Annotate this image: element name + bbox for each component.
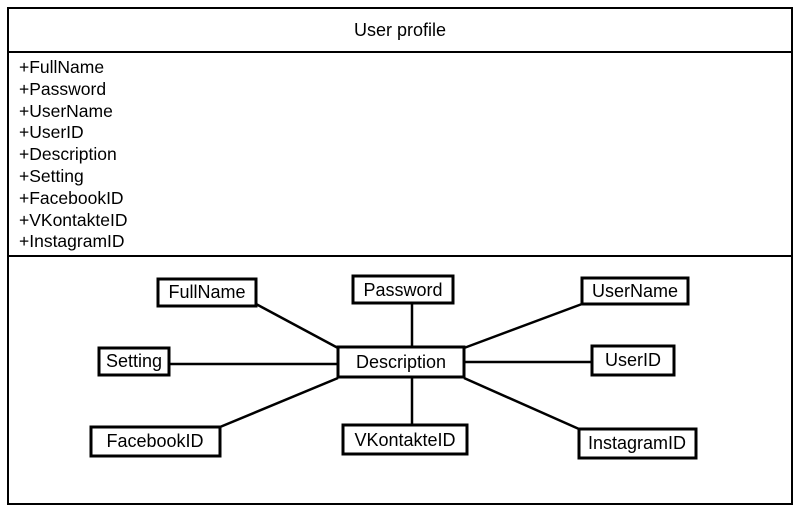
edge-description-username xyxy=(463,302,583,350)
node-vkontakteid-label: VKontakteID xyxy=(354,430,455,450)
node-setting-label: Setting xyxy=(106,351,162,371)
edge-description-instagramid xyxy=(463,376,580,431)
node-fullname-label: FullName xyxy=(168,282,245,302)
node-fullname: FullName xyxy=(156,277,258,308)
node-instagramid-label: InstagramID xyxy=(588,433,686,453)
uml-class-box: User profile +FullName +Password +UserNa… xyxy=(7,7,793,505)
attribute-item: +InstagramID xyxy=(19,231,125,252)
node-userid: UserID xyxy=(590,344,676,377)
node-facebookid-label: FacebookID xyxy=(106,431,203,451)
node-username-label: UserName xyxy=(592,281,678,301)
attribute-item: +Password xyxy=(19,78,107,99)
attribute-item: +UserID xyxy=(19,122,84,143)
node-userid-label: UserID xyxy=(605,350,661,370)
node-username: UserName xyxy=(580,276,690,306)
edge-description-fullname xyxy=(255,302,339,350)
attribute-item: +VKontakteID xyxy=(19,209,128,230)
attribute-item: +FacebookID xyxy=(19,187,124,208)
node-facebookid: FacebookID xyxy=(89,425,222,458)
class-title: User profile xyxy=(9,9,791,53)
attribute-item: +FullName xyxy=(19,57,105,77)
node-password-label: Password xyxy=(363,280,442,300)
node-description: Description xyxy=(336,345,466,379)
node-description-label: Description xyxy=(356,352,446,372)
node-vkontakteid: VKontakteID xyxy=(341,423,469,456)
attribute-item: +Setting xyxy=(19,165,84,186)
edge-layer xyxy=(169,302,592,431)
attribute-item: +Description xyxy=(19,144,117,165)
node-setting: Setting xyxy=(97,346,171,377)
node-instagramid: InstagramID xyxy=(577,427,698,460)
attribute-item: +UserName xyxy=(19,100,113,121)
attribute-list: +FullName +Password +UserName +UserID +D… xyxy=(9,53,791,257)
edge-description-facebookid xyxy=(219,376,339,429)
node-password: Password xyxy=(351,274,455,305)
